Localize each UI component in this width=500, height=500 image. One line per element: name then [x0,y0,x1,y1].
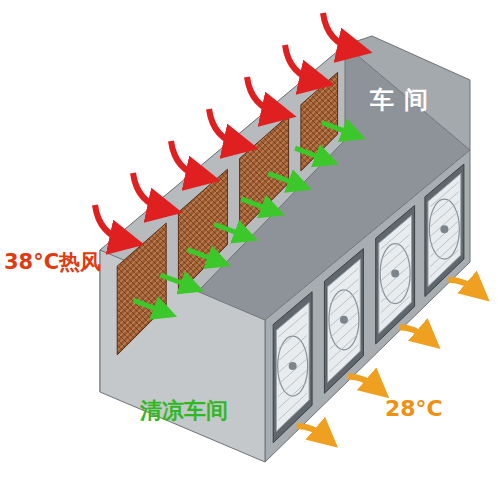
fan-grille-line [381,265,410,291]
fan-ring [429,199,459,259]
exhaust-arrow [297,426,327,438]
hot-wind-arrow [209,109,241,145]
cool-air-arrow [268,173,300,185]
cool-air-arrow [133,300,165,312]
fan-grille-line [430,182,459,207]
fan-grille-line [381,296,410,323]
fan-grille-line [330,323,359,349]
wet-curtain-pad [240,115,289,232]
fan-grille [379,215,412,333]
fan-grille-line [330,268,359,293]
hot-wind-arrow [133,173,165,209]
fan-grille-line [381,276,410,302]
cool-air-arrow [322,123,354,135]
exhaust-temp-label: 28°C [385,398,443,420]
fan-grille-line [381,224,410,249]
cool-air-arrow [187,250,219,262]
fan-grille-line [278,393,307,420]
wet-curtain-pad [178,169,227,293]
cool-air-arrow [214,224,246,236]
fan-grille-line [430,221,459,247]
exhaust-arrow [448,280,478,292]
cool-air-arrow [295,148,327,160]
fan-grille-line [381,255,410,281]
fan-grille [328,259,361,383]
cool-air-arrow [241,199,273,211]
hot-wind-arrow [95,205,127,241]
fan-frame [376,206,415,344]
exhaust-arrow [348,377,378,389]
cool-air-arrow [160,275,192,287]
fan-grille-line [430,201,459,226]
fan-ring [380,244,410,304]
fan-wall [265,150,470,462]
cool-room-label: 清凉车间 [140,400,228,422]
fan-grille-line [330,290,359,315]
fan-grille-line [330,334,359,361]
fan-grille-line [278,335,307,360]
fan-grille-line [278,347,307,373]
hot-wind-arrow [323,13,355,49]
exhaust-arrow [399,327,429,339]
hot-wind-arrow [171,141,203,177]
fan-frame [425,164,464,296]
fan-grille-line [330,345,359,372]
hot-wind-label: 38°C热风 [4,252,101,273]
fan-grille-line [278,324,307,349]
fan-grille-line [381,286,410,313]
room-name: 车间 [370,88,437,112]
fan-grille [276,302,309,431]
fan-ring [329,290,359,350]
fan-grille-line [278,359,307,385]
fan-hub [340,316,348,324]
fan-grille-line [278,312,307,337]
fan-grille-line [330,301,359,327]
fan-grille-line [430,250,459,277]
fan-grille [428,174,461,287]
fan-grille-line [430,211,459,237]
fan-hub [289,362,297,370]
fan-grille-line [278,382,307,409]
fan-grille-line [381,245,410,270]
fan-hub [440,225,448,233]
fan-grille-line [430,192,459,217]
fan-grille-line [278,370,307,396]
fan-hub [391,270,399,278]
fan-grille-line [330,312,359,338]
hot-wind-arrow [285,45,317,81]
fan-grille-line [381,235,410,260]
fan-frame [273,292,312,443]
fan-grille-line [330,279,359,304]
back-gable [345,36,470,150]
hot-wind-arrow [247,77,279,113]
fan-frame [324,249,363,394]
